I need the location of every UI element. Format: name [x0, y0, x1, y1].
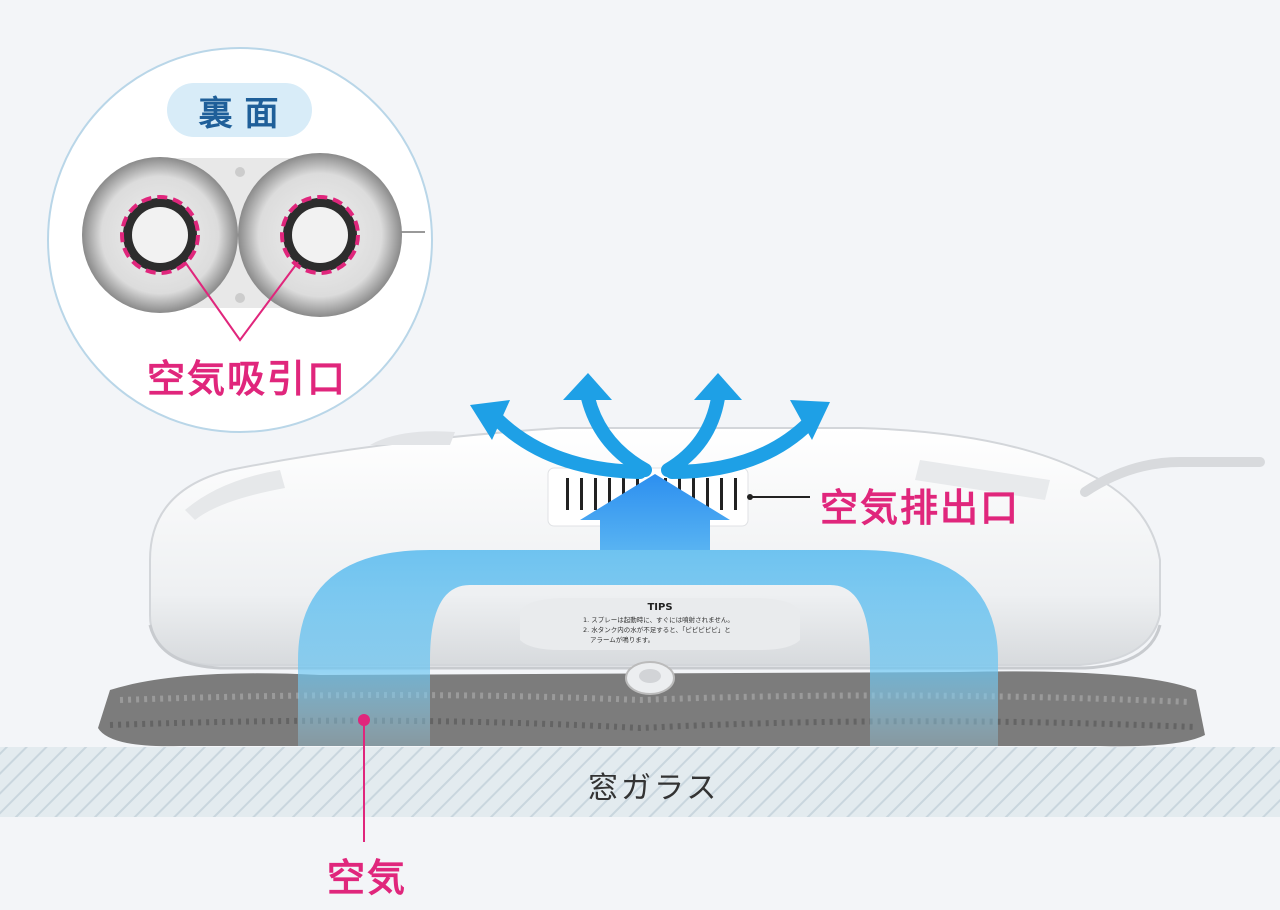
- left-intake-ring: [120, 195, 200, 275]
- tips-line-2: 2. 水タンク内の水が不足すると、「ピピピピピ」と: [583, 625, 731, 634]
- air-point: [358, 714, 370, 726]
- power-cord: [1080, 457, 1265, 497]
- tips-title: TIPS: [647, 602, 672, 613]
- air-flow-arch: [298, 550, 998, 746]
- tips-sticker: [520, 598, 800, 650]
- exhaust-up-arrow: [580, 474, 730, 550]
- exhaust-curved-arrows: [491, 391, 817, 479]
- glass-band: [0, 747, 1280, 817]
- right-intake-ring: [280, 195, 360, 275]
- glass-label: 窓ガラス: [588, 771, 720, 806]
- intake-label: 空気吸引口: [147, 357, 348, 401]
- exhaust-label: 空気排出口: [820, 486, 1021, 530]
- arrowheads: [470, 373, 830, 440]
- tips-line-1: 1. スプレーは起動時に、すぐには噴射されません。: [583, 615, 734, 624]
- underside-illustration: [82, 153, 425, 317]
- intake-leader-line: [184, 261, 299, 342]
- back-side-badge: 裏面: [167, 83, 312, 137]
- air-label: 空気: [327, 856, 408, 900]
- tips-line-3: アラームが鳴ります。: [590, 635, 654, 644]
